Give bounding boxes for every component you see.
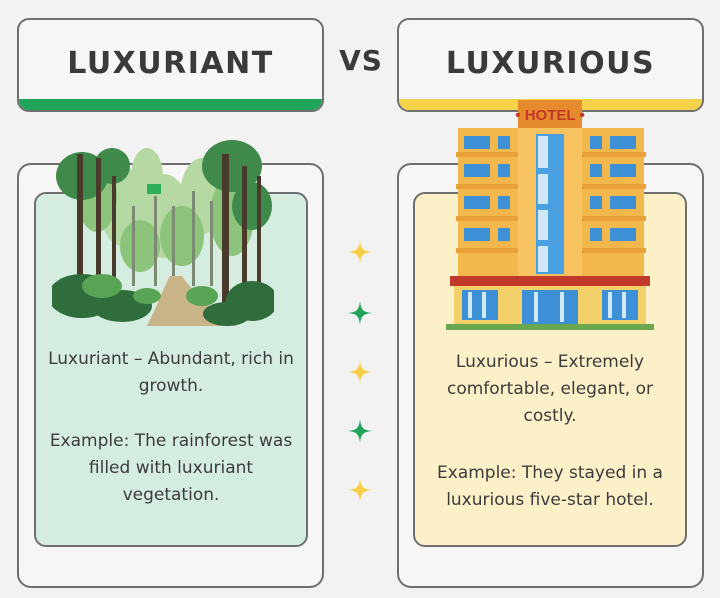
luxuriant-title: LUXURIANT	[67, 46, 274, 81]
luxurious-definition: Luxurious – Extremely comfortable, elega…	[446, 352, 654, 426]
sparkle-green-icon	[346, 417, 374, 445]
sparkle-yellow-icon	[346, 238, 374, 266]
luxuriant-title-box: LUXURIANT	[17, 18, 324, 112]
luxurious-title-box: LUXURIOUS	[397, 18, 704, 112]
luxurious-example: Example: They stayed in a luxurious five…	[437, 463, 663, 510]
luxuriant-definition: Luxuriant – Abundant, rich in growth.	[48, 349, 294, 396]
luxuriant-accent-bar	[19, 99, 322, 110]
forest-illustration	[48, 136, 278, 330]
hotel-sign: • HOTEL •	[515, 107, 584, 124]
luxuriant-example: Example: The rainforest was filled with …	[49, 431, 293, 505]
vs-label: VS	[339, 44, 383, 77]
sparkle-yellow-icon	[346, 476, 374, 504]
sparkle-green-icon	[346, 299, 374, 327]
sparkle-yellow-icon	[346, 358, 374, 386]
hotel-illustration: • HOTEL •	[438, 100, 662, 336]
luxurious-title: LUXURIOUS	[445, 46, 656, 81]
